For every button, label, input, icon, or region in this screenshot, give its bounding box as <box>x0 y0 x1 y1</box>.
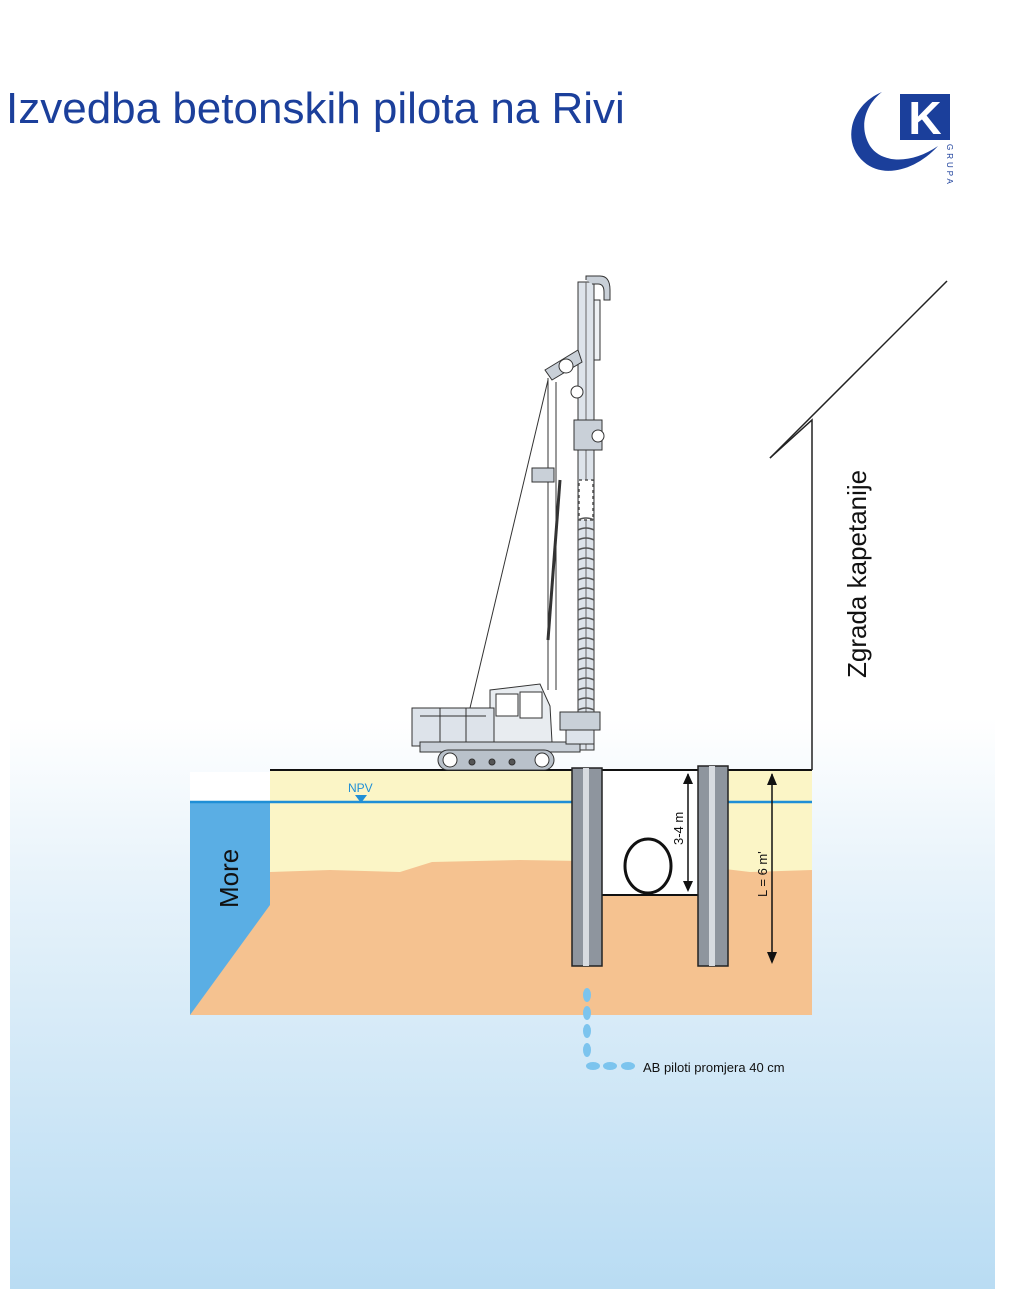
building-label: Zgrada kapetanije <box>842 470 872 678</box>
pile-length-dimension <box>767 773 777 964</box>
rig-mast-top <box>585 275 611 301</box>
sea-surface <box>190 772 270 802</box>
piling-rig <box>411 275 611 771</box>
logo-letter: K <box>908 92 941 144</box>
page-title: Izvedba betonskih pilota na Rivi <box>6 84 625 133</box>
building-outline <box>769 418 813 770</box>
piles-note: AB piloti promjera 40 cm <box>643 1060 785 1075</box>
logo-swoosh-inner <box>867 104 926 154</box>
piles-leader-dots <box>583 988 635 1070</box>
rig-body <box>411 707 495 747</box>
rig-tracks <box>437 749 555 771</box>
company-logo: K GRUPA <box>851 92 954 187</box>
logo-box <box>900 94 950 140</box>
excavation-depth-label: 3-4 m <box>671 812 686 845</box>
pile-left <box>571 767 603 967</box>
building-roof-line <box>769 280 948 459</box>
pile-right <box>697 765 729 967</box>
pile-length-label: L = 6 m' <box>755 851 770 897</box>
sea-body <box>190 802 270 1015</box>
sea-label: More <box>214 849 244 908</box>
rig-auger <box>577 479 595 731</box>
pipe-section <box>623 837 673 895</box>
water-level-marker <box>355 795 367 803</box>
logo-swoosh <box>851 92 938 171</box>
excavation-depth-dimension <box>683 773 693 892</box>
logo-word: GRUPA <box>945 144 954 187</box>
water-level-label: NPV <box>348 781 373 795</box>
lower-soil-layer <box>190 860 812 1015</box>
